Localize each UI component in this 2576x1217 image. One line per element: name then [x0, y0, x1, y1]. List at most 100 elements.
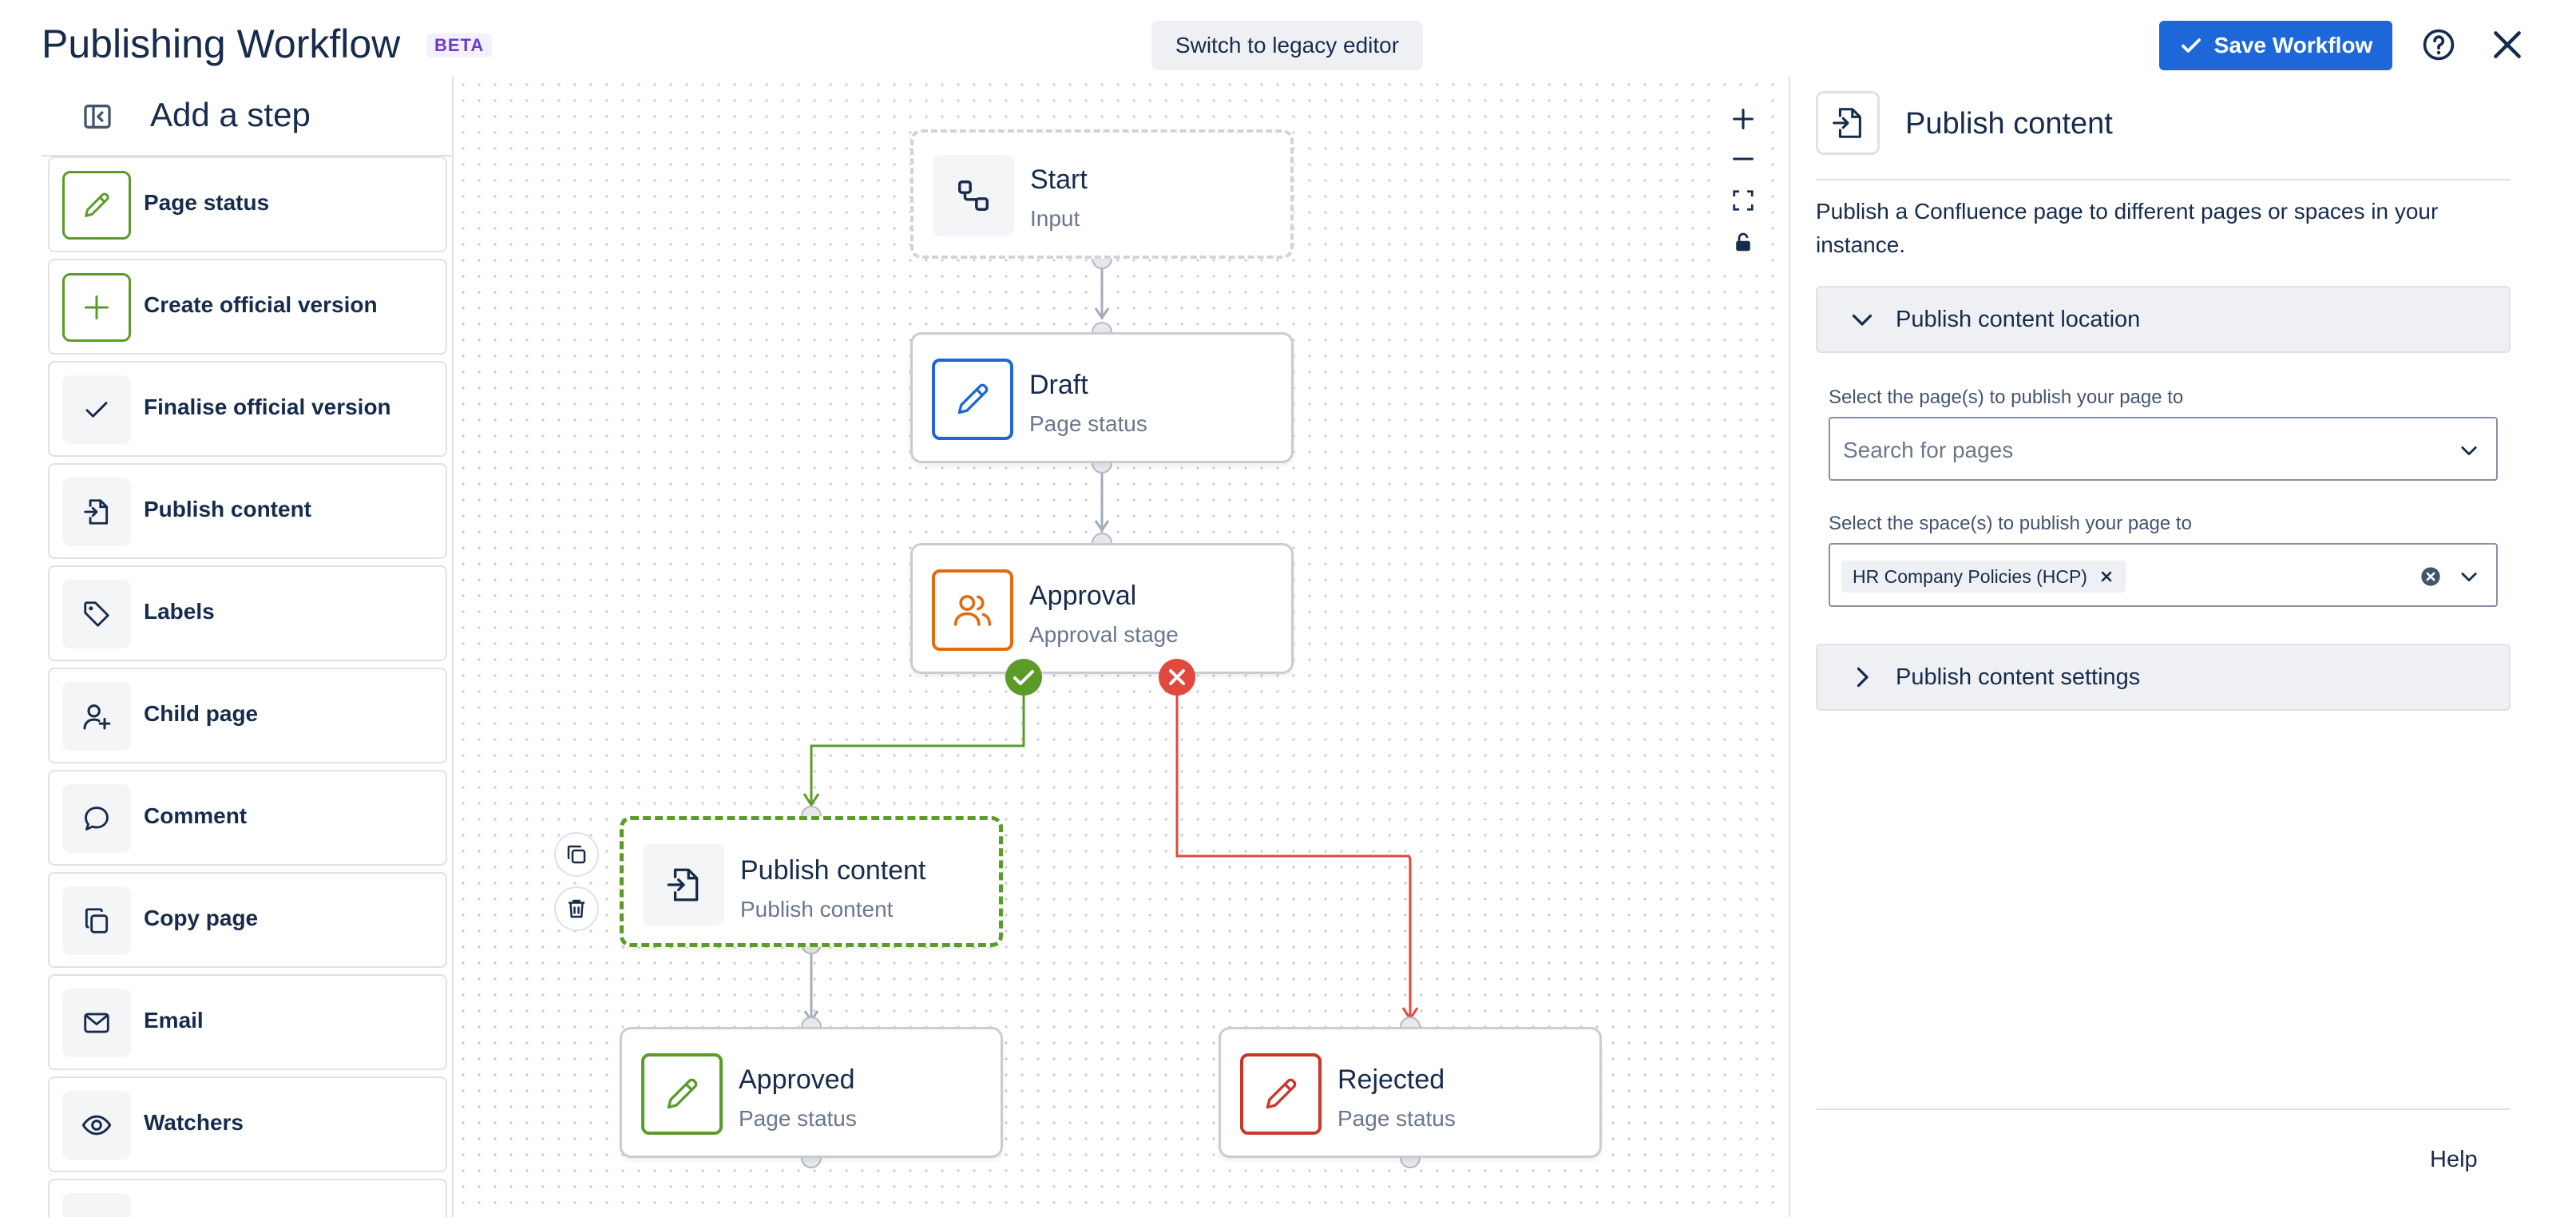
clear-selection-icon[interactable]	[2419, 565, 2442, 588]
help-icon[interactable]	[2421, 27, 2456, 62]
step-label: Email	[144, 1008, 204, 1033]
step-finalise-official-version[interactable]: Finalise official version	[48, 361, 447, 457]
eye-icon	[62, 1091, 131, 1160]
help-link[interactable]: Help	[2430, 1147, 2478, 1172]
collapse-panel-icon[interactable]	[81, 101, 113, 133]
node-subtitle: Page status	[1029, 411, 1147, 436]
space-tag: HR Company Policies (HCP)	[1841, 561, 2126, 593]
switch-legacy-editor-button[interactable]: Switch to legacy editor	[1151, 21, 1423, 70]
node-title: Draft	[1029, 370, 1088, 400]
node-title: Approved	[739, 1064, 855, 1095]
check-icon	[62, 375, 131, 444]
person-add-icon	[62, 682, 131, 751]
lock-icon[interactable]	[1731, 230, 1755, 254]
step-details-panel: Publish content Publish a Confluence pag…	[1789, 77, 2576, 1217]
reject-handle-icon[interactable]	[1158, 658, 1196, 696]
spaces-field-label: Select the space(s) to publish your page…	[1829, 513, 2192, 534]
step-comment[interactable]: Comment	[48, 770, 447, 866]
step-label: Child page	[144, 701, 259, 726]
duplicate-icon	[567, 845, 586, 864]
pages-select[interactable]: Search for pages	[1829, 417, 2498, 481]
node-subtitle: Page status	[1338, 1106, 1456, 1131]
chevron-down-icon	[1852, 314, 1873, 326]
node-draft[interactable]: Draft Page status	[910, 332, 1294, 463]
save-workflow-label: Save Workflow	[2213, 33, 2373, 57]
step-publish-content[interactable]: Publish content	[48, 463, 447, 559]
spaces-select[interactable]: HR Company Policies (HCP)	[1829, 543, 2498, 607]
remove-tag-icon[interactable]	[2097, 567, 2116, 586]
step-label: Create official version	[144, 292, 378, 317]
node-subtitle: Publish content	[740, 897, 894, 922]
approve-handle-icon[interactable]	[1005, 658, 1043, 696]
pages-field-label: Select the page(s) to publish your page …	[1829, 387, 2184, 408]
step-watchers[interactable]: Watchers	[48, 1076, 447, 1172]
add-step-title: Add a step	[150, 96, 311, 133]
node-approved[interactable]: Approved Page status	[620, 1027, 1003, 1158]
copy-icon	[62, 886, 131, 955]
trash-icon	[569, 899, 585, 918]
close-icon[interactable]	[2490, 27, 2525, 62]
pages-placeholder: Search for pages	[1843, 438, 2014, 462]
node-title: Rejected	[1338, 1064, 1445, 1095]
add-step-header: Add a step	[42, 77, 452, 157]
node-subtitle: Approval stage	[1029, 622, 1179, 647]
publish-location-accordion[interactable]: Publish content location	[1816, 286, 2511, 353]
accordion-label: Publish content location	[1896, 307, 2141, 332]
header: Publishing Workflow BETA Switch to legac…	[0, 0, 2576, 96]
check-icon	[2181, 38, 2201, 53]
step-label: Publish content	[144, 497, 311, 521]
node-title: Approval	[1029, 581, 1137, 611]
step-email[interactable]: Email	[48, 974, 447, 1070]
accordion-label: Publish content settings	[1896, 664, 2141, 690]
step-label: Page status	[144, 190, 270, 215]
step-icon	[62, 1193, 131, 1217]
page-title: Publishing Workflow	[42, 22, 401, 66]
plus-icon	[62, 273, 131, 342]
step-page-status[interactable]: Page status	[48, 157, 447, 252]
divider	[1816, 1108, 2511, 1110]
tag-icon	[62, 580, 131, 648]
step-label: Copy page	[144, 906, 259, 930]
flow-icon	[933, 155, 1014, 236]
step-labels[interactable]: Labels	[48, 565, 447, 661]
connector-approval-publish	[810, 677, 1025, 803]
node-approval[interactable]: Approval Approval stage	[910, 543, 1294, 674]
step-more[interactable]	[48, 1179, 447, 1217]
space-tag-label: HR Company Policies (HCP)	[1853, 566, 2087, 587]
node-start[interactable]: Start Input	[910, 129, 1294, 259]
node-subtitle: Page status	[739, 1106, 857, 1131]
step-label: Finalise official version	[144, 394, 391, 419]
workflow-canvas[interactable]: Start Input Draft Page status Approval A…	[455, 77, 1787, 1217]
step-label: Labels	[144, 599, 215, 624]
zoom-controls	[1720, 99, 1766, 270]
step-create-official-version[interactable]: Create official version	[48, 259, 447, 355]
arrow-head	[803, 793, 820, 807]
publish-settings-accordion[interactable]: Publish content settings	[1816, 644, 2511, 711]
pencil-icon	[1240, 1053, 1322, 1135]
chevron-down-icon	[2461, 446, 2477, 456]
beta-badge: BETA	[426, 34, 493, 57]
duplicate-node-button[interactable]	[554, 832, 599, 877]
panel-title: Publish content	[1905, 107, 2113, 141]
pencil-icon	[62, 171, 131, 240]
step-label: Watchers	[144, 1110, 244, 1135]
delete-node-button[interactable]	[554, 886, 599, 931]
save-workflow-button[interactable]: Save Workflow	[2159, 21, 2392, 70]
connector-approval-rejected	[1175, 677, 1412, 1017]
node-title: Start	[1030, 165, 1088, 195]
divider	[1816, 179, 2511, 180]
chevron-right-icon	[1857, 667, 1869, 688]
fit-view-icon[interactable]	[1731, 188, 1755, 212]
node-publish-content[interactable]: Publish content Publish content	[620, 816, 1003, 947]
chevron-down-icon	[2461, 573, 2477, 582]
people-icon	[932, 569, 1013, 651]
step-copy-page[interactable]: Copy page	[48, 872, 447, 968]
node-rejected[interactable]: Rejected Page status	[1219, 1027, 1602, 1158]
zoom-out-icon[interactable]	[1730, 145, 1757, 172]
step-child-page[interactable]: Child page	[48, 668, 447, 763]
publish-icon	[62, 478, 131, 546]
arrow-head	[1094, 520, 1110, 533]
publish-icon	[643, 844, 724, 926]
zoom-in-icon[interactable]	[1730, 105, 1757, 133]
node-subtitle: Input	[1030, 206, 1080, 231]
